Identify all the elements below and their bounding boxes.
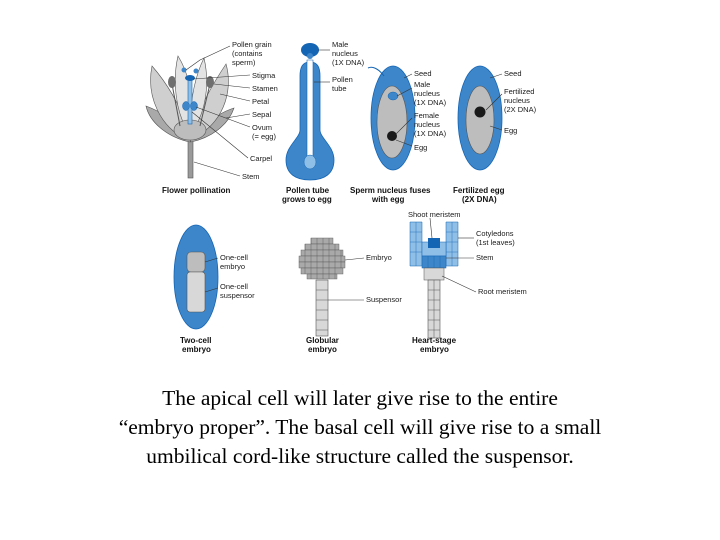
pollen-grain-label-line3: sperm) xyxy=(232,58,256,67)
flower-pollination-caption: Flower pollination xyxy=(162,186,231,195)
male-nucleus-label-line2: nucleus xyxy=(414,89,440,98)
male-nucleus-label-line3: (1X DNA) xyxy=(414,98,447,107)
heart-stage-caption-line2: embryo xyxy=(420,345,449,354)
globular-embryo-cells xyxy=(298,237,346,337)
sepal-label: Sepal xyxy=(252,110,272,119)
caption-line-1: The apical cell will later give rise to … xyxy=(162,386,558,410)
pollen-grain-label: Pollen grain xyxy=(232,40,272,49)
heart-stage-caption: Heart-stage xyxy=(412,336,457,345)
root-meristem-label: Root meristem xyxy=(478,287,527,296)
fertilized-egg-leader-lines xyxy=(485,73,503,131)
globular-panel: Embryo Suspensor Globular embryo xyxy=(298,237,402,354)
heart-stage-leader-lines xyxy=(429,217,477,293)
globular-caption-line2: embryo xyxy=(308,345,337,354)
two-cell-panel: One-cell embryo One-cell suspensor Two-c… xyxy=(173,224,255,354)
egg-label: Egg xyxy=(504,126,517,135)
male-nucleus-label: Male xyxy=(414,80,430,89)
pollen-tube-label: Pollen xyxy=(332,75,353,84)
one-cell-suspensor-label-line2: suspensor xyxy=(220,291,255,300)
fertilized-nucleus-label: Fertilized xyxy=(504,87,534,96)
flower-illustration xyxy=(145,55,235,179)
pollen-tube-caption-line2: grows to egg xyxy=(282,195,332,204)
female-nucleus-label-line3: (1X DNA) xyxy=(414,129,447,138)
pollen-grain-label-line2: (contains xyxy=(232,49,263,58)
two-cell-caption: Two-cell xyxy=(180,336,211,345)
pollen-tube-label-line2: tube xyxy=(332,84,347,93)
male-nucleus-label-line3: (1X DNA) xyxy=(332,58,365,67)
stem-label: Stem xyxy=(242,172,260,181)
two-cell-caption-line2: embryo xyxy=(182,345,211,354)
shoot-meristem-label: Shoot meristem xyxy=(408,210,461,219)
flower-pollination-panel: Pollen grain (contains sperm) Stigma Sta… xyxy=(145,40,278,195)
caption-line-3: umbilical cord-like structure called the… xyxy=(146,444,574,468)
embryo-label: Embryo xyxy=(366,253,392,262)
cotyledons-label: Cotyledons xyxy=(476,229,514,238)
caption-line-2: “embryo proper”. The basal cell will giv… xyxy=(118,415,602,439)
heart-stage-panel: Shoot meristem Cotyledons (1st leaves) S… xyxy=(408,210,527,354)
one-cell-embryo-label: One-cell xyxy=(220,253,248,262)
stem-label: Stem xyxy=(476,253,494,262)
two-cell-illustration xyxy=(173,224,219,330)
sperm-fuses-caption: Sperm nucleus fuses xyxy=(350,186,431,195)
female-nucleus-label-line2: nucleus xyxy=(414,120,440,129)
heart-stage-embryo-cells xyxy=(409,221,459,339)
egg-label: Egg xyxy=(414,143,427,152)
stigma-label: Stigma xyxy=(252,71,276,80)
globular-leader-lines xyxy=(328,257,365,301)
sperm-fuses-panel: Seed Male nucleus (1X DNA) Female nucleu… xyxy=(350,65,447,204)
stamen-label: Stamen xyxy=(252,84,278,93)
fertilized-egg-illustration xyxy=(457,65,503,171)
one-cell-embryo-label-line2: embryo xyxy=(220,262,245,271)
seed-label: Seed xyxy=(414,69,432,78)
embryo-development-figure: Pollen grain (contains sperm) Stigma Sta… xyxy=(145,40,537,354)
two-cell-leader-lines xyxy=(204,257,219,293)
pollen-tube-illustration xyxy=(285,43,335,181)
fertilized-nucleus-label-line2: nucleus xyxy=(504,96,530,105)
sperm-fuses-caption-line2: with egg xyxy=(371,195,405,204)
suspensor-label: Suspensor xyxy=(366,295,402,304)
sperm-fuses-leader-lines xyxy=(395,73,413,147)
pollen-tube-panel: Male nucleus (1X DNA) Pollen tube Pollen… xyxy=(282,40,365,204)
fertilized-egg-caption: Fertilized egg xyxy=(453,186,505,195)
one-cell-suspensor-label: One-cell xyxy=(220,282,248,291)
globular-caption: Globular xyxy=(306,336,339,345)
female-nucleus-label: Female xyxy=(414,111,439,120)
petal-label: Petal xyxy=(252,97,269,106)
fertilized-egg-panel: Seed Fertilized nucleus (2X DNA) Egg Fer… xyxy=(453,65,537,204)
carpel-label: Carpel xyxy=(250,154,272,163)
male-nucleus-label: Male xyxy=(332,40,348,49)
pollen-tube-leader-lines xyxy=(314,49,330,83)
ovum-label-line2: (= egg) xyxy=(252,132,276,141)
seed-label: Seed xyxy=(504,69,522,78)
cotyledons-label-line2: (1st leaves) xyxy=(476,238,515,247)
ovum-label: Ovum xyxy=(252,123,272,132)
fertilized-nucleus-label-line3: (2X DNA) xyxy=(504,105,537,114)
pollen-tube-caption: Pollen tube xyxy=(286,186,330,195)
sperm-fuses-illustration xyxy=(367,65,416,171)
fertilized-egg-caption-line2: (2X DNA) xyxy=(462,195,497,204)
slide-caption: The apical cell will later give rise to … xyxy=(40,384,680,471)
male-nucleus-label-line2: nucleus xyxy=(332,49,358,58)
flower-leader-lines xyxy=(185,45,251,177)
